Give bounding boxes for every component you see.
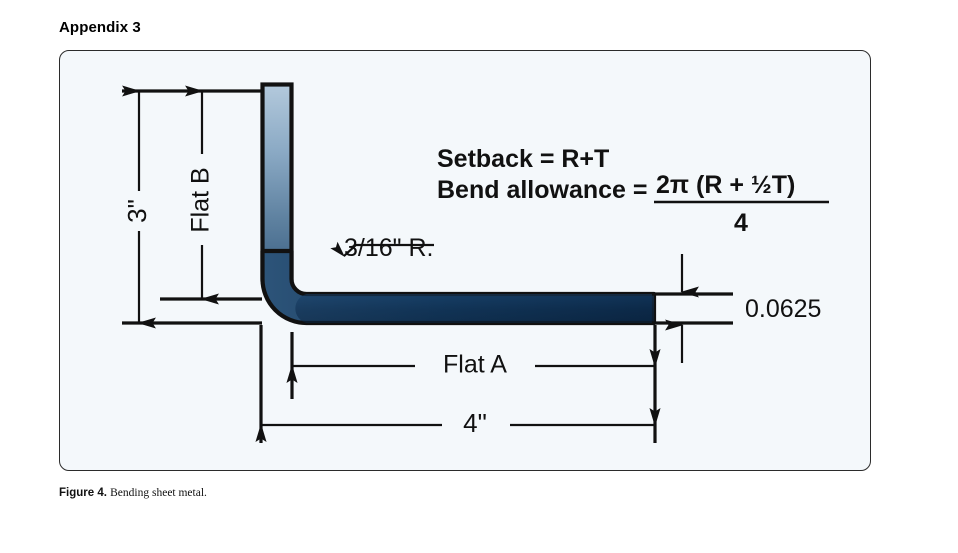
dimension-thickness: 0.0625 [652,254,821,363]
figure-caption-text: Bending sheet metal. [110,487,207,499]
setback-formula: Setback = R+T [437,145,609,173]
bend-radius-leader-line [330,241,434,258]
bend-radius-callout: 3/16" R. [330,234,434,262]
figure-caption: Figure 4. Bending sheet metal. [59,487,207,499]
sheet-metal-part [260,82,657,326]
overall-height-label: 3" [122,199,152,223]
flat-a-label: Flat A [443,351,507,379]
bending-sheet-metal-diagram: 3" Flat B 3/16" R. 0.0625 [122,82,829,443]
dimension-overall-height: 3" [122,85,156,329]
dimension-flat-b: Flat B [185,85,219,305]
left-dimension-group: 3" Flat B [122,85,262,329]
bend-allowance-denominator: 4 [734,209,748,237]
figure-panel: 3" Flat B 3/16" R. 0.0625 [59,50,871,471]
dimension-overall-length: 4" [255,408,661,442]
bend-allowance-label: Bend allowance = [437,176,648,204]
bend-allowance-numerator: 2π (R + ½T) [656,171,795,199]
page-title: Appendix 3 [59,19,141,36]
flat-b-label: Flat B [187,167,215,232]
bend-radius-label: 3/16" R. [344,234,433,262]
bend-and-horizontal-leg [260,248,657,326]
formula-block: Setback = R+T Bend allowance = 2π (R + ½… [437,145,829,237]
dimension-flat-a: Flat A [286,349,661,383]
overall-length-label: 4" [463,408,487,438]
figure-caption-label: Figure 4. [59,487,107,499]
thickness-label: 0.0625 [745,295,821,323]
